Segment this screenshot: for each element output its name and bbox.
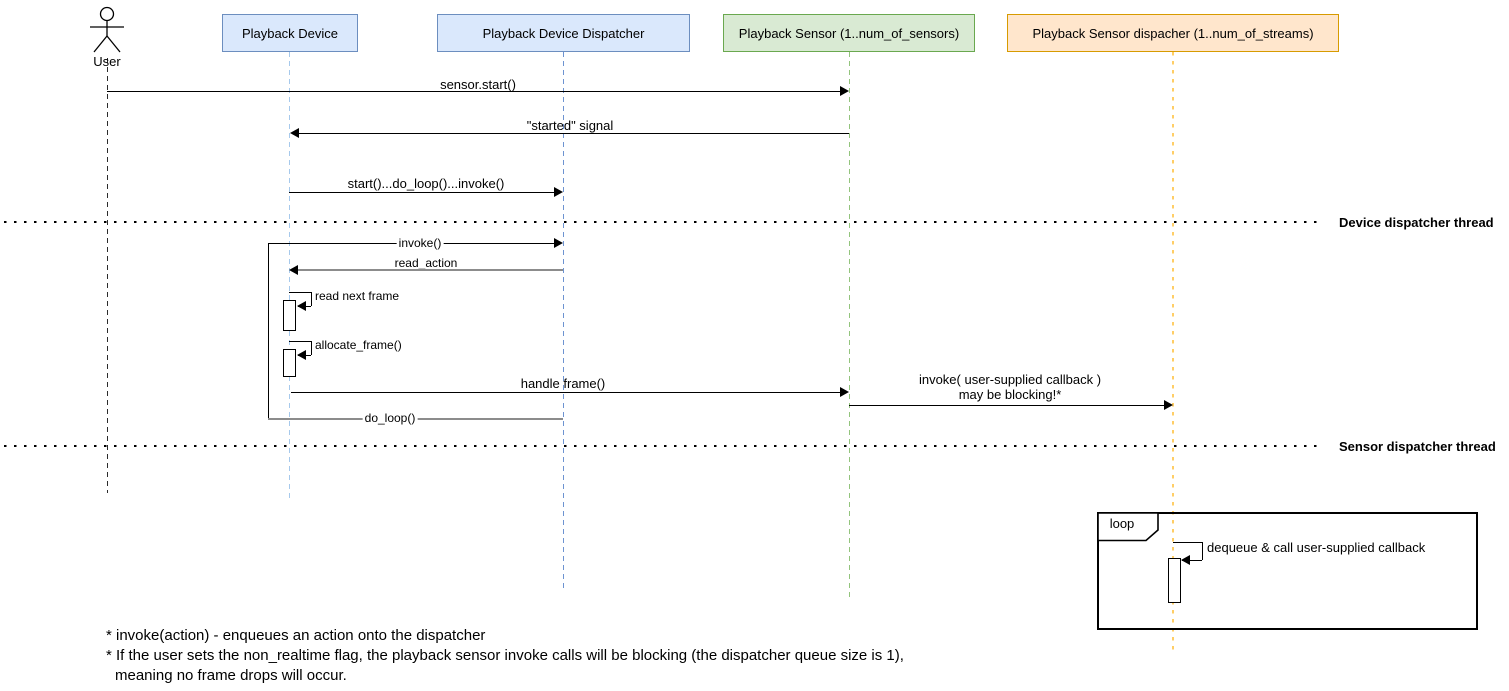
lifeline-playback-sensor-dispatcher: [1172, 52, 1174, 650]
lifeline-user: [107, 58, 108, 493]
arrowhead-left-icon: [297, 301, 306, 311]
message-line-invoke-callback: [849, 405, 1165, 406]
selfcall-allocate-frame-top: [289, 341, 311, 342]
sensor-dispatcher-thread-separator: [4, 445, 1322, 447]
loop-frame-label: loop: [1109, 516, 1135, 531]
message-label-started-signal: "started" signal: [526, 118, 614, 133]
arrowhead-right-icon: [840, 86, 849, 96]
footnote-line-2: * If the user sets the non_realtime flag…: [106, 647, 904, 664]
participant-box-playback-device: Playback Device: [222, 14, 358, 52]
arrowhead-right-icon: [554, 187, 563, 197]
arrowhead-left-icon: [297, 350, 306, 360]
activation-bar: [283, 349, 296, 377]
device-dispatcher-thread-label: Device dispatcher thread: [1339, 215, 1494, 230]
loop-frame: [1097, 512, 1478, 630]
participant-box-playback-sensor: Playback Sensor (1..num_of_sensors): [723, 14, 975, 52]
message-label-allocate-frame: allocate_frame(): [315, 338, 402, 352]
participant-box-playback-sensor-dispatcher: Playback Sensor dispacher (1..num_of_str…: [1007, 14, 1339, 52]
loop-bracket-line: [268, 243, 269, 419]
message-label-invoke: invoke(): [396, 236, 444, 250]
message-line-started-signal: [292, 133, 849, 134]
selfcall-dequeue-bottom: [1182, 560, 1202, 561]
lifeline-playback-device: [289, 52, 290, 500]
message-label-read-next-frame: read next frame: [315, 289, 400, 303]
loop-frame-tab: loop: [1097, 512, 1161, 542]
message-label-handle-frame: handle frame(): [520, 376, 606, 391]
selfcall-dequeue-top: [1173, 542, 1202, 543]
arrowhead-right-icon: [1164, 400, 1173, 410]
device-dispatcher-thread-separator: [4, 221, 1322, 223]
lifeline-playback-sensor: [849, 52, 850, 600]
activation-bar: [283, 300, 296, 331]
message-label-invoke-callback-line2: may be blocking!*: [958, 387, 1062, 402]
selfcall-read-next-frame-top: [289, 292, 311, 293]
participant-box-playback-device-dispatcher: Playback Device Dispatcher: [437, 14, 690, 52]
message-line-read-action: [293, 269, 563, 271]
message-label-sensor-start: sensor.start(): [440, 77, 516, 92]
lifeline-playback-device-dispatcher: [563, 52, 564, 590]
activation-bar: [1168, 558, 1181, 603]
message-line-handle-frame: [291, 392, 841, 393]
message-label-do-loop: do_loop(): [362, 411, 418, 425]
footnote-line-1: * invoke(action) - enqueues an action on…: [106, 627, 486, 644]
loop-tab-shape: [1097, 512, 1159, 542]
sensor-dispatcher-thread-label: Sensor dispatcher thread: [1339, 439, 1496, 454]
message-label-start-do-loop-invoke: start()...do_loop()...invoke(): [347, 176, 505, 191]
arrowhead-right-icon: [554, 238, 563, 248]
message-label-dequeue-callback: dequeue & call user-supplied callback: [1207, 540, 1426, 555]
message-label-invoke-callback-line1: invoke( user-supplied callback ): [918, 372, 1102, 387]
selfcall-dequeue-side: [1202, 542, 1203, 560]
participant-label-user: User: [93, 54, 121, 69]
message-label-read-action: read_action: [394, 256, 458, 270]
arrowhead-left-icon: [289, 265, 298, 275]
arrowhead-left-icon: [1181, 555, 1190, 565]
arrowhead-right-icon: [840, 387, 849, 397]
footnote-line-3: meaning no frame drops will occur.: [115, 667, 347, 684]
selfcall-read-next-frame-side: [311, 292, 312, 306]
selfcall-allocate-frame-side: [311, 341, 312, 355]
arrowhead-left-icon: [290, 128, 299, 138]
message-line-sensor-start: [107, 91, 841, 92]
user-actor-icon: [90, 6, 124, 53]
message-line-start-do-loop-invoke: [289, 192, 555, 193]
